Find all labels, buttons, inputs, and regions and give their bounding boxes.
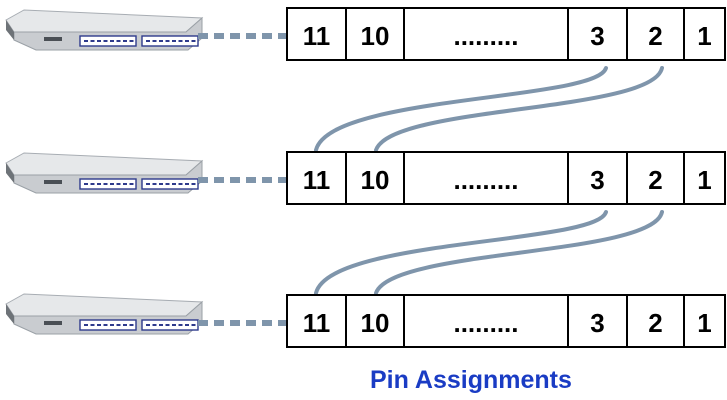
network-switch-icon — [5, 293, 204, 335]
pin-row-box — [286, 294, 726, 348]
cable-pin2-to-pin10-1 — [374, 66, 664, 152]
switch-port-block — [79, 178, 137, 190]
switch-logo — [44, 321, 62, 325]
pin-label: ......... — [453, 21, 518, 51]
pin-label: ......... — [453, 165, 518, 195]
pin-label: 11 — [303, 165, 331, 195]
switch-top-face — [5, 9, 204, 33]
pin-label: 1 — [697, 165, 711, 195]
switch-port-block — [141, 178, 199, 190]
pin-label: 2 — [648, 165, 662, 195]
pin-label: 10 — [361, 21, 390, 51]
pin-label: 10 — [361, 308, 390, 338]
cable-pin2-to-pin10-2 — [374, 210, 664, 295]
switch-side-face — [6, 163, 14, 183]
switch-top-face — [5, 293, 204, 317]
pin-row-box — [286, 151, 726, 205]
pin-label: 10 — [361, 165, 390, 195]
cable-pin3-to-pin11-2 — [314, 210, 608, 295]
switch-side-face — [6, 304, 14, 324]
pin-label: 3 — [590, 165, 604, 195]
network-switch-icon — [5, 152, 204, 194]
pin-label: 11 — [303, 308, 331, 338]
switch-top-face — [5, 152, 204, 176]
switch-port-block — [141, 35, 199, 47]
diagram-caption: Pin Assignments — [370, 366, 572, 394]
pin-label: 11 — [303, 21, 331, 51]
switch-port-block — [141, 319, 199, 331]
pin-row-box — [286, 7, 726, 61]
switch-logo — [44, 37, 62, 41]
pin-label: 2 — [648, 308, 662, 338]
pin-label: 2 — [648, 21, 662, 51]
pin-label: ......... — [453, 308, 518, 338]
cable-pin3-to-pin11-1 — [314, 66, 608, 152]
switch-port-block — [79, 35, 137, 47]
network-switch-icon — [5, 9, 204, 51]
switch-side-face — [6, 20, 14, 40]
pin-label: 3 — [590, 21, 604, 51]
pin-label: 1 — [697, 21, 711, 51]
pin-label: 3 — [590, 308, 604, 338]
switch-logo — [44, 180, 62, 184]
switch-port-block — [79, 319, 137, 331]
pin-label: 1 — [697, 308, 711, 338]
